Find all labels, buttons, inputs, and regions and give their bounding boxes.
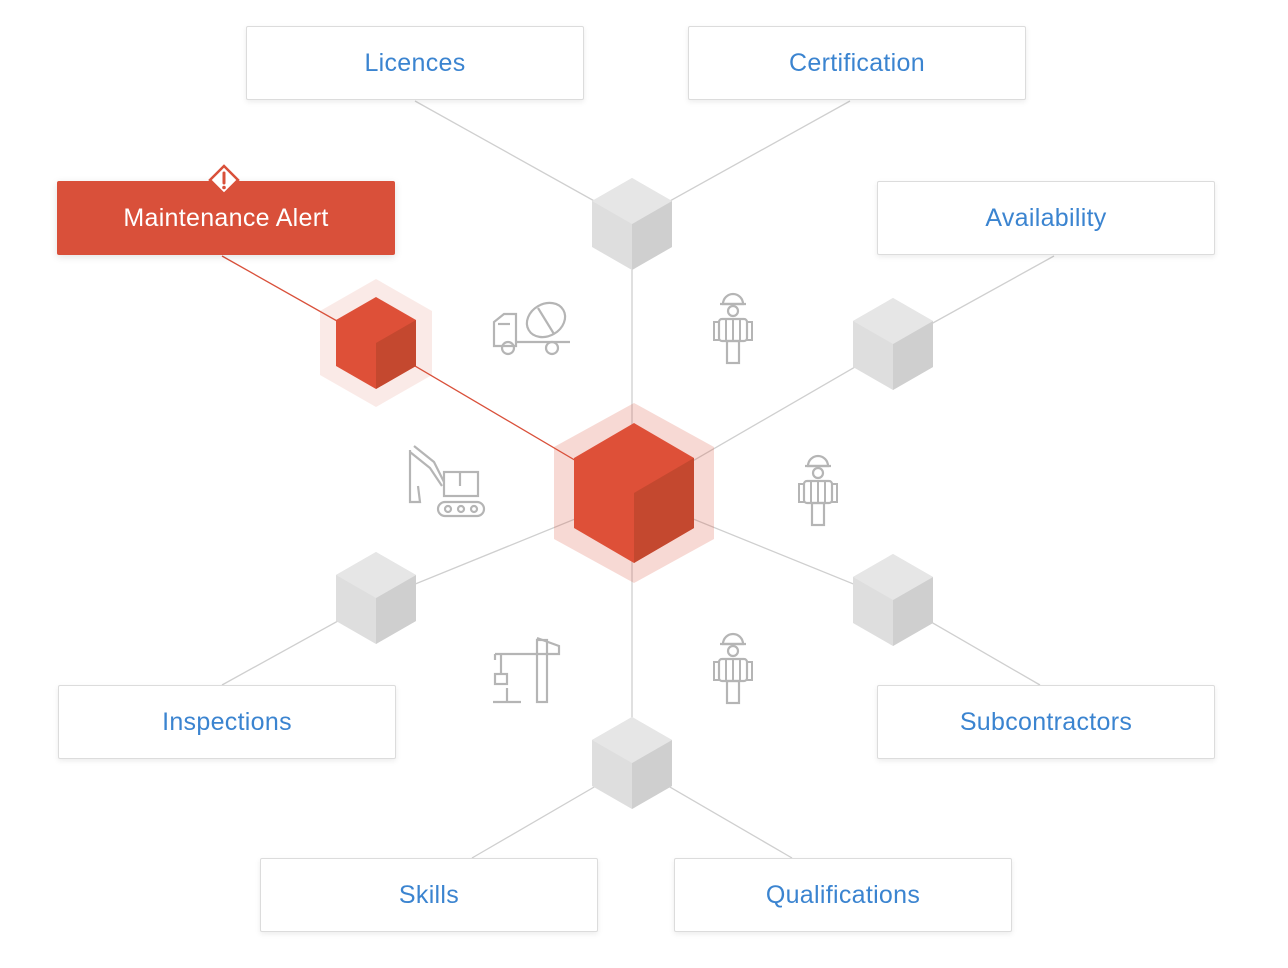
subcontractors-label: Subcontractors: [959, 707, 1133, 736]
certification-box[interactable]: Certification: [688, 26, 1026, 100]
maintenance-alert-box[interactable]: Maintenance Alert: [57, 164, 395, 255]
excavator-icon: [408, 445, 486, 518]
inspections-box[interactable]: Inspections: [58, 685, 396, 759]
qualifications-label: Qualifications: [765, 880, 921, 909]
licences-label: Licences: [364, 48, 466, 77]
node-cube-availability: [853, 298, 933, 390]
worker-icon: [712, 292, 754, 365]
tower-crane-icon: [493, 636, 561, 704]
worker-icon: [797, 454, 839, 527]
cement-mixer-truck-icon: [492, 301, 570, 356]
maintenance-alert-label: Maintenance Alert: [123, 203, 329, 232]
inspections-label: Inspections: [162, 707, 292, 736]
licences-box[interactable]: Licences: [246, 26, 584, 100]
node-cube-subcontractors: [853, 554, 933, 646]
worker-icon: [712, 632, 754, 705]
skills-label: Skills: [398, 880, 460, 909]
warning-icon: [208, 164, 240, 196]
subcontractors-box[interactable]: Subcontractors: [877, 685, 1215, 759]
availability-box[interactable]: Availability: [877, 181, 1215, 255]
central-hub-cube: [554, 403, 714, 583]
node-cube-inspections: [336, 552, 416, 644]
skills-box[interactable]: Skills: [260, 858, 598, 932]
certification-label: Certification: [789, 48, 925, 77]
qualifications-box[interactable]: Qualifications: [674, 858, 1012, 932]
node-cube-skills-qualifications: [592, 717, 672, 809]
node-cube-licences-certification: [592, 178, 672, 270]
availability-label: Availability: [985, 203, 1107, 232]
node-cube-maintenance-alert: [320, 279, 432, 407]
